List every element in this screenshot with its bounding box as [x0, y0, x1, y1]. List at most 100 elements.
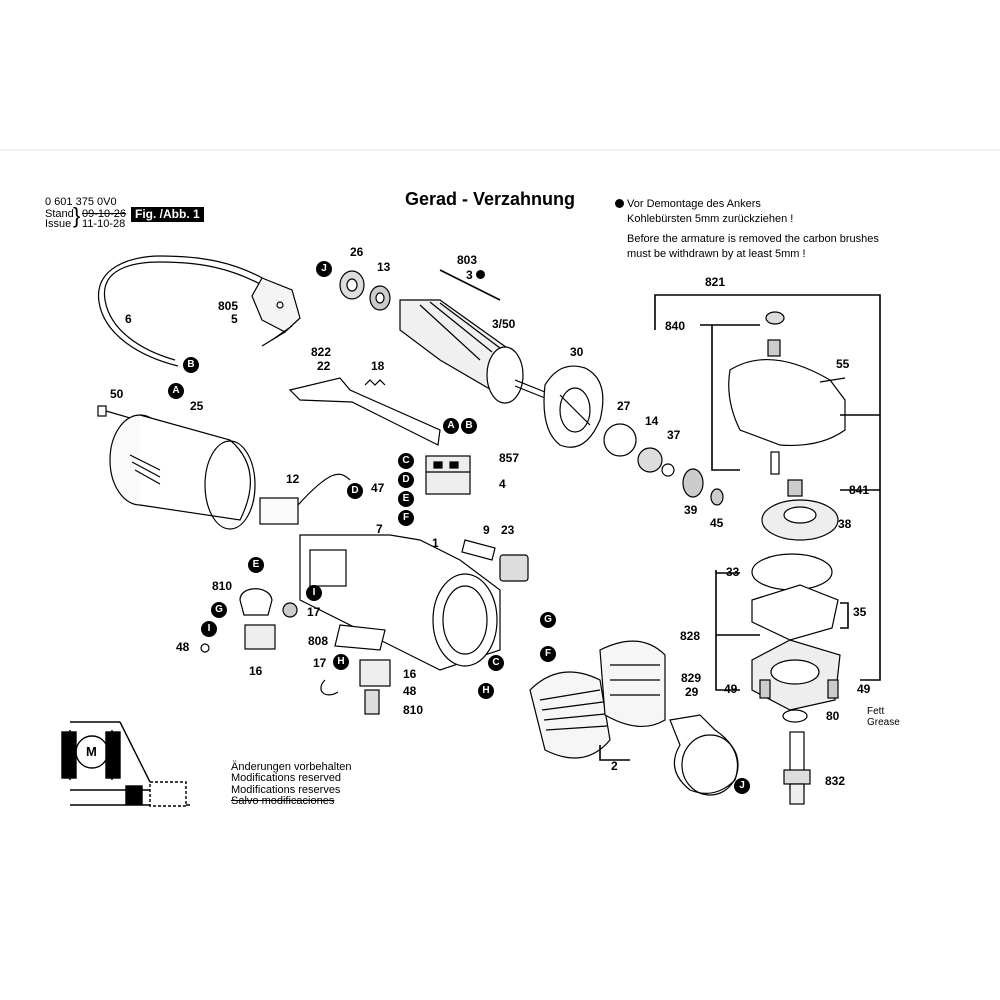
footer-line2: Modifications reserved: [231, 772, 342, 784]
label-47: 47: [371, 481, 385, 495]
issue-label: Issue: [45, 218, 72, 230]
label-25: 25: [190, 399, 204, 413]
washer-80: [782, 709, 808, 723]
label-12: 12: [286, 472, 300, 486]
label-13: 13: [377, 260, 391, 274]
connector-J-top: J: [316, 261, 332, 277]
label-26: 26: [350, 245, 364, 259]
connector-A-cable: A: [168, 383, 184, 399]
page-title: Gerad - Verzahnung: [405, 189, 576, 209]
figure-label: Fig. /Abb. 1: [131, 207, 204, 223]
label-49-left: 49: [724, 682, 738, 696]
label-821: 821: [705, 275, 726, 289]
connector-D-switch: D: [398, 472, 414, 488]
label-808: 808: [308, 634, 329, 648]
footer-line3: Modifications reserves: [231, 784, 341, 796]
label-805: 805: [218, 299, 239, 313]
grease-en: Grease: [867, 717, 900, 728]
connector-D-suppressor: D: [347, 483, 363, 499]
label-30: 30: [570, 345, 584, 359]
label-857: 857: [499, 451, 520, 465]
footer-line1: Änderungen vorbehalten: [231, 761, 352, 773]
note-de-line2: Kohlebürsten 5mm zurückziehen !: [627, 213, 794, 225]
label-35: 35: [853, 605, 867, 619]
label-17-right: 17: [313, 656, 327, 670]
note-en-line1: Before the armature is removed the carbo…: [627, 233, 879, 245]
label-16-right: 16: [403, 667, 417, 681]
label-2: 2: [611, 759, 618, 773]
footer-line4: Salvo modificaciones: [231, 795, 335, 807]
connector-F-switch: F: [398, 510, 414, 526]
motor-housing: [109, 414, 256, 530]
label-828: 828: [680, 629, 701, 643]
label-50: 50: [110, 387, 124, 401]
note-de-line1: Vor Demontage des Ankers: [615, 197, 761, 212]
label-14: 14: [645, 414, 659, 428]
label-4: 4: [499, 477, 506, 491]
label-5: 5: [231, 312, 238, 326]
label-810-left: 810: [212, 579, 233, 593]
label-27: 27: [617, 399, 631, 413]
bearing-flange: [751, 639, 841, 711]
group-brackets: [439, 269, 881, 761]
part-number: 0 601 375 0V0: [45, 196, 117, 208]
brace-icon: }: [73, 203, 81, 228]
connector-F-coil: F: [540, 646, 556, 662]
connector-E-switch: E: [398, 491, 414, 507]
label-37: 37: [667, 428, 681, 442]
brush-cover-23: [499, 554, 529, 582]
connector-B-switch: B: [461, 418, 477, 434]
brush-9: [461, 539, 496, 561]
label-3-50: 3/50: [492, 317, 516, 331]
o-ring-33: [751, 553, 833, 591]
spindle: [783, 731, 811, 805]
bullet-icon: [615, 199, 624, 208]
pinion-39: [603, 423, 724, 506]
connector-C-switch: C: [398, 453, 414, 469]
guard: [669, 714, 739, 796]
wiring-schematic: [59, 719, 196, 811]
brush-holder-bracket: [288, 377, 441, 446]
fan: [543, 365, 604, 448]
connector-H-brush: H: [333, 654, 349, 670]
screw-50: [97, 405, 131, 419]
connector-G-coil: G: [540, 612, 556, 628]
label-45: 45: [710, 516, 724, 530]
bearing-13: [369, 285, 391, 311]
stand-date: 09-10-26: [82, 208, 127, 220]
switch-4: [425, 455, 471, 495]
power-plug: [251, 277, 301, 347]
label-9: 9: [483, 523, 490, 537]
label-16-left: 16: [249, 664, 263, 678]
label-17-left: 17: [307, 605, 321, 619]
note-en-line2: must be withdrawn by at least 5mm !: [627, 248, 806, 260]
label-810-right: 810: [403, 703, 424, 717]
connector-E-suppressor: E: [248, 557, 264, 573]
connector-I-housing: I: [306, 585, 322, 601]
plate-808: [334, 624, 386, 651]
power-cable: [98, 255, 267, 367]
issue-date: 11-10-28: [82, 218, 126, 230]
label-840: 840: [665, 319, 686, 333]
connector-G-brush: G: [211, 602, 227, 618]
label-6: 6: [125, 312, 132, 326]
connector-B-cable: B: [183, 357, 199, 373]
label-822: 822: [311, 345, 332, 359]
connector-J-guard: J: [734, 778, 750, 794]
label-1: 1: [432, 536, 439, 550]
bullet-3-icon: [476, 269, 488, 281]
label-3: 3: [466, 268, 473, 282]
label-29: 29: [685, 685, 699, 699]
connector-C-coil: C: [488, 655, 504, 671]
label-55: 55: [836, 357, 850, 371]
brush-holder-left: [200, 588, 298, 653]
label-829: 829: [681, 671, 702, 685]
connector-A-switch: A: [443, 418, 459, 434]
label-33: 33: [726, 565, 740, 579]
connector-I-brush: I: [201, 621, 217, 637]
label-49-right: 49: [857, 682, 871, 696]
label-38: 38: [838, 517, 852, 531]
label-48-right: 48: [403, 684, 417, 698]
connector-H-coil: H: [478, 683, 494, 699]
suppressor-12: [259, 473, 351, 525]
